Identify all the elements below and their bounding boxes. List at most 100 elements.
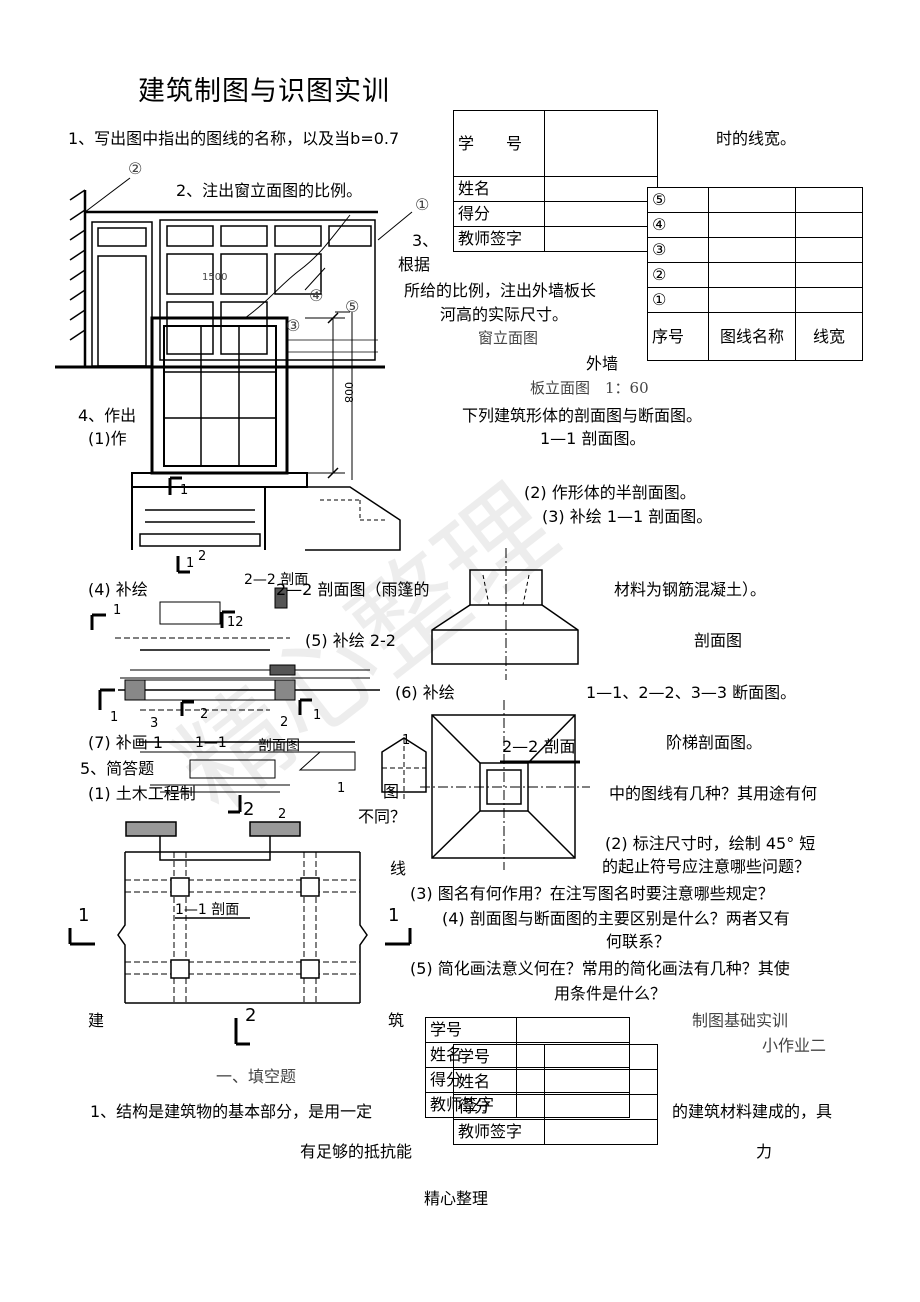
q4-item7-prefix: (7) 补画 1 [88, 733, 164, 752]
section-mark: 12 [227, 615, 244, 630]
q4-item4-end: 材料为钢筋混凝土）。 [614, 580, 767, 599]
section-mark: 1 [337, 781, 346, 796]
q4-item5-end: 剖面图 [694, 631, 743, 650]
line-name-cell[interactable] [708, 212, 796, 238]
score-cell[interactable] [544, 1094, 658, 1120]
student-no-cell[interactable] [544, 110, 658, 177]
row-no: ① [647, 287, 709, 313]
q4-item1-prefix: (1)作 [88, 429, 127, 448]
section-mark: 1 [113, 603, 122, 618]
q5-p2c: 的起止符号应注意哪些问题？ [602, 857, 811, 876]
q5-p3: (3) 图名有何作用？在注写图名时要注意哪些规定？ [410, 884, 774, 903]
q2-text: 2、注出窗立面图的比例。 [176, 181, 363, 200]
q4-item7-end: 阶梯剖面图。 [666, 733, 763, 752]
q4-item4-mid: 2—2 剖面图（雨篷的 [276, 580, 430, 599]
q4-item5-prefix: (5) 补绘 2-2 [305, 631, 396, 650]
q5-p1b: 图 [383, 782, 400, 801]
footing-plan-figure [420, 700, 590, 870]
name-cell[interactable] [544, 1069, 658, 1095]
section-mark: 1 [180, 483, 189, 498]
header-line-name: 图线名称 [708, 312, 796, 361]
q3-line1: 3、 [412, 231, 439, 250]
section-mark: 1 [78, 905, 90, 926]
student-no-cell[interactable] [516, 1017, 630, 1043]
circle-1-label: ① [415, 195, 430, 214]
q4-main: 下列建筑形体的剖面图与断面图。 [462, 406, 703, 425]
q4-item2: (2) 作形体的半剖面图。 [524, 483, 696, 502]
student-no-cell[interactable] [544, 1044, 658, 1070]
wall-elevation-figure [55, 177, 413, 369]
fill-q1-end: 的建筑材料建成的，具 [672, 1102, 833, 1121]
name-label: 姓名 [453, 1069, 545, 1095]
q5-title: 5、简答题 [80, 759, 155, 778]
fill-q1-start: 1、结构是建筑物的基本部分，是用一定 [90, 1102, 373, 1121]
header-line-width: 线宽 [795, 312, 863, 361]
window-elevation-figure [150, 312, 353, 480]
name-cell[interactable] [544, 176, 658, 202]
section-mark: 2 [245, 1005, 257, 1026]
name-label: 姓名 [453, 176, 545, 202]
q5-p5a: (5) 简化画法意义何在？常用的简化画法有几种？其使 [410, 959, 790, 978]
line-name-cell[interactable] [708, 262, 796, 288]
section-mark: 3 [150, 716, 159, 731]
q4-item1: 1—1 剖面图。 [540, 429, 646, 448]
teacher-sign-cell[interactable] [544, 226, 658, 252]
teacher-sign-cell[interactable] [544, 1119, 658, 1145]
line-type-table: ⑤ ④ ③ ② ① 序号 图线名称 线宽 [647, 187, 863, 361]
course-name: 制图基础实训 [692, 1011, 789, 1030]
section-mark: 2 [278, 807, 287, 822]
section-2-2-label-b: 2—2 剖面 [502, 737, 576, 756]
line-width-cell[interactable] [795, 187, 863, 213]
beam-plan-figure [68, 821, 412, 1046]
student-info-table-3: 学号 姓名 得分 教师签字 [453, 1044, 658, 1145]
row-no: ⑤ [647, 187, 709, 213]
section-mark: 1 [186, 556, 195, 571]
section-mark: 2 [243, 799, 255, 820]
section-1-1-label: 1—1 剖面 [175, 902, 240, 918]
dimension-vertical: 008 [341, 381, 355, 403]
dimension-1500: 1500 [202, 272, 228, 283]
section-mark: 2 [280, 715, 289, 730]
section-mark: 2 [200, 707, 209, 722]
q3-line2: 根据 [398, 255, 431, 274]
page-title: 建筑制图与识图实训 [138, 76, 390, 107]
student-no-label: 学号 [453, 1044, 545, 1070]
q4-item4-prefix: (4) 补绘 [88, 580, 148, 599]
student-no-label: 学号 [425, 1017, 517, 1043]
bottom-jian: 建 [88, 1011, 105, 1030]
section-mark: 1 [313, 708, 322, 723]
row-no: ③ [647, 237, 709, 263]
line-width-cell[interactable] [795, 212, 863, 238]
q5-p4b: 何联系？ [606, 932, 671, 951]
line-width-cell[interactable] [795, 287, 863, 313]
q5-p5b: 用条件是什么？ [554, 984, 667, 1003]
small-section-shape [381, 737, 427, 800]
line-width-cell[interactable] [795, 237, 863, 263]
window-elevation-label: 窗立面图 [478, 329, 539, 347]
q4-intro: 4、作出 [78, 406, 137, 425]
section-mark: 1 [110, 710, 119, 725]
row-no: ④ [647, 212, 709, 238]
q5-p1d: 不同？ [358, 807, 407, 826]
outer-wall-label: 外墙 [586, 354, 619, 373]
q4-item6-prefix: (6) 补绘 [395, 683, 455, 702]
circle-3-label: ③ [286, 316, 301, 335]
q4-item7-label: 剖面图 [258, 738, 300, 754]
line-name-cell[interactable] [708, 287, 796, 313]
fill-q1-line2: 有足够的抵抗能 [300, 1142, 413, 1161]
q5-p1c: 中的图线有几种？其用途有何 [609, 784, 818, 803]
score-cell[interactable] [544, 201, 658, 227]
q5-p2b: 线 [390, 859, 407, 878]
q3-line3: 所给的比例，注出外墙板长 [404, 281, 597, 300]
footing-elevation-figure [431, 548, 579, 680]
line-name-cell[interactable] [708, 237, 796, 263]
q4-item7-section: 1—1 [195, 735, 227, 751]
homework-name: 小作业二 [762, 1036, 827, 1055]
section-2-2-label: 2—2 剖面 [244, 572, 309, 588]
line-width-cell[interactable] [795, 262, 863, 288]
section-mark: 1 [402, 733, 411, 748]
circle-2-label: ② [128, 159, 143, 178]
section-mark: 1 [388, 905, 400, 926]
line-name-cell[interactable] [708, 187, 796, 213]
